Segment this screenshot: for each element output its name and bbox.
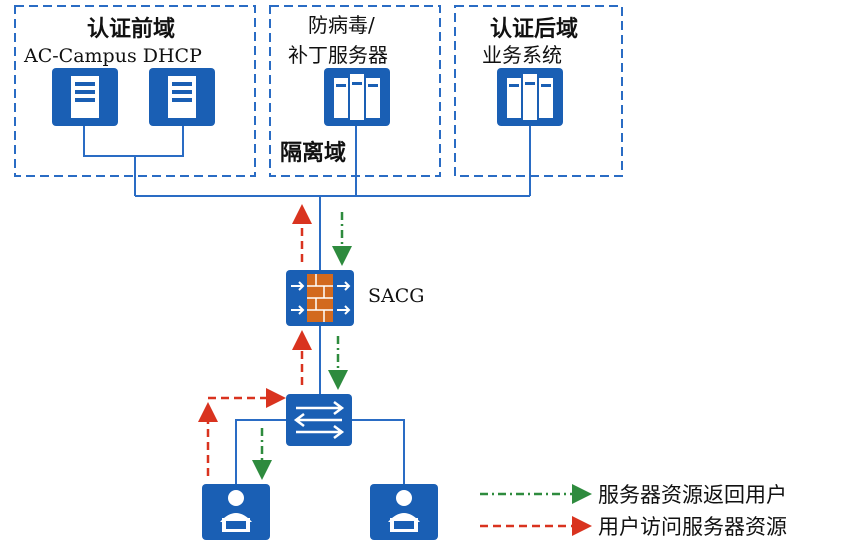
legend-return-label: 服务器资源返回用户 (598, 483, 787, 507)
pre-auth-zone-title: 认证前域 (87, 16, 175, 42)
legend-access-label: 用户访问服务器资源 (598, 515, 787, 539)
legend: 服务器资源返回用户 用户访问服务器资源 (480, 483, 787, 539)
post-auth-zone (454, 5, 623, 177)
isolation-zone-title-line2: 补丁服务器 (288, 43, 388, 67)
server-icon (149, 68, 215, 126)
post-auth-zone-title: 认证后域 (490, 16, 578, 42)
user-pc-icon (202, 484, 270, 540)
server-icon (52, 68, 118, 126)
isolation-zone-label: 隔离域 (280, 140, 346, 166)
firewall-icon (286, 270, 354, 326)
isolation-zone-title-line1: 防病毒/ (308, 13, 375, 37)
server-icon (497, 68, 563, 126)
network-links (83, 126, 531, 484)
pre-auth-zone-subtitle: AC-Campus DHCP (23, 45, 202, 67)
pre-auth-zone (14, 5, 256, 177)
access-flow-arrows (198, 204, 312, 476)
post-auth-zone-subtitle: 业务系统 (482, 43, 562, 67)
switch-icon (286, 394, 352, 446)
firewall-label: SACG (368, 285, 424, 307)
server-icon (324, 68, 390, 126)
return-flow-arrows (252, 212, 352, 480)
user-pc-icon (370, 484, 438, 540)
